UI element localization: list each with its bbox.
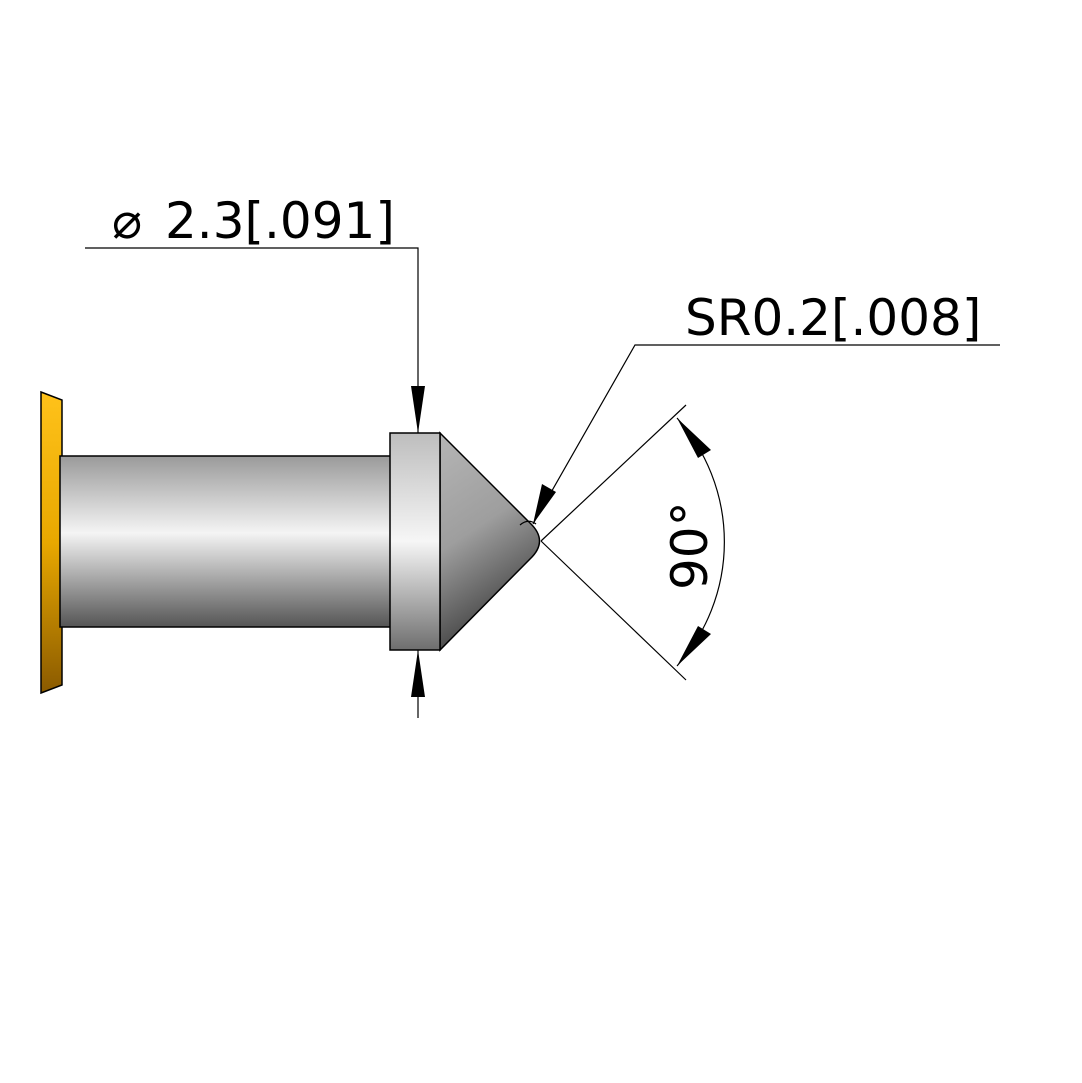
collar [389, 432, 441, 651]
sr-arc-mark [519, 520, 537, 526]
shaft [59, 455, 392, 628]
sr-arrow [533, 484, 556, 524]
arrow-up [411, 650, 425, 697]
diameter-label: 2.3[.091] [165, 192, 395, 250]
sr-label: SR0.2[.008] [685, 289, 981, 347]
flange [40, 390, 63, 695]
diameter-symbol: ⌀ [112, 192, 142, 250]
angle-arrow-bottom [677, 626, 711, 666]
arrow-down [411, 386, 425, 433]
cone-tip [439, 431, 541, 652]
angle-label: 90° [661, 501, 719, 590]
sr-leader [532, 344, 1000, 525]
angle-arrow-top [677, 418, 711, 458]
